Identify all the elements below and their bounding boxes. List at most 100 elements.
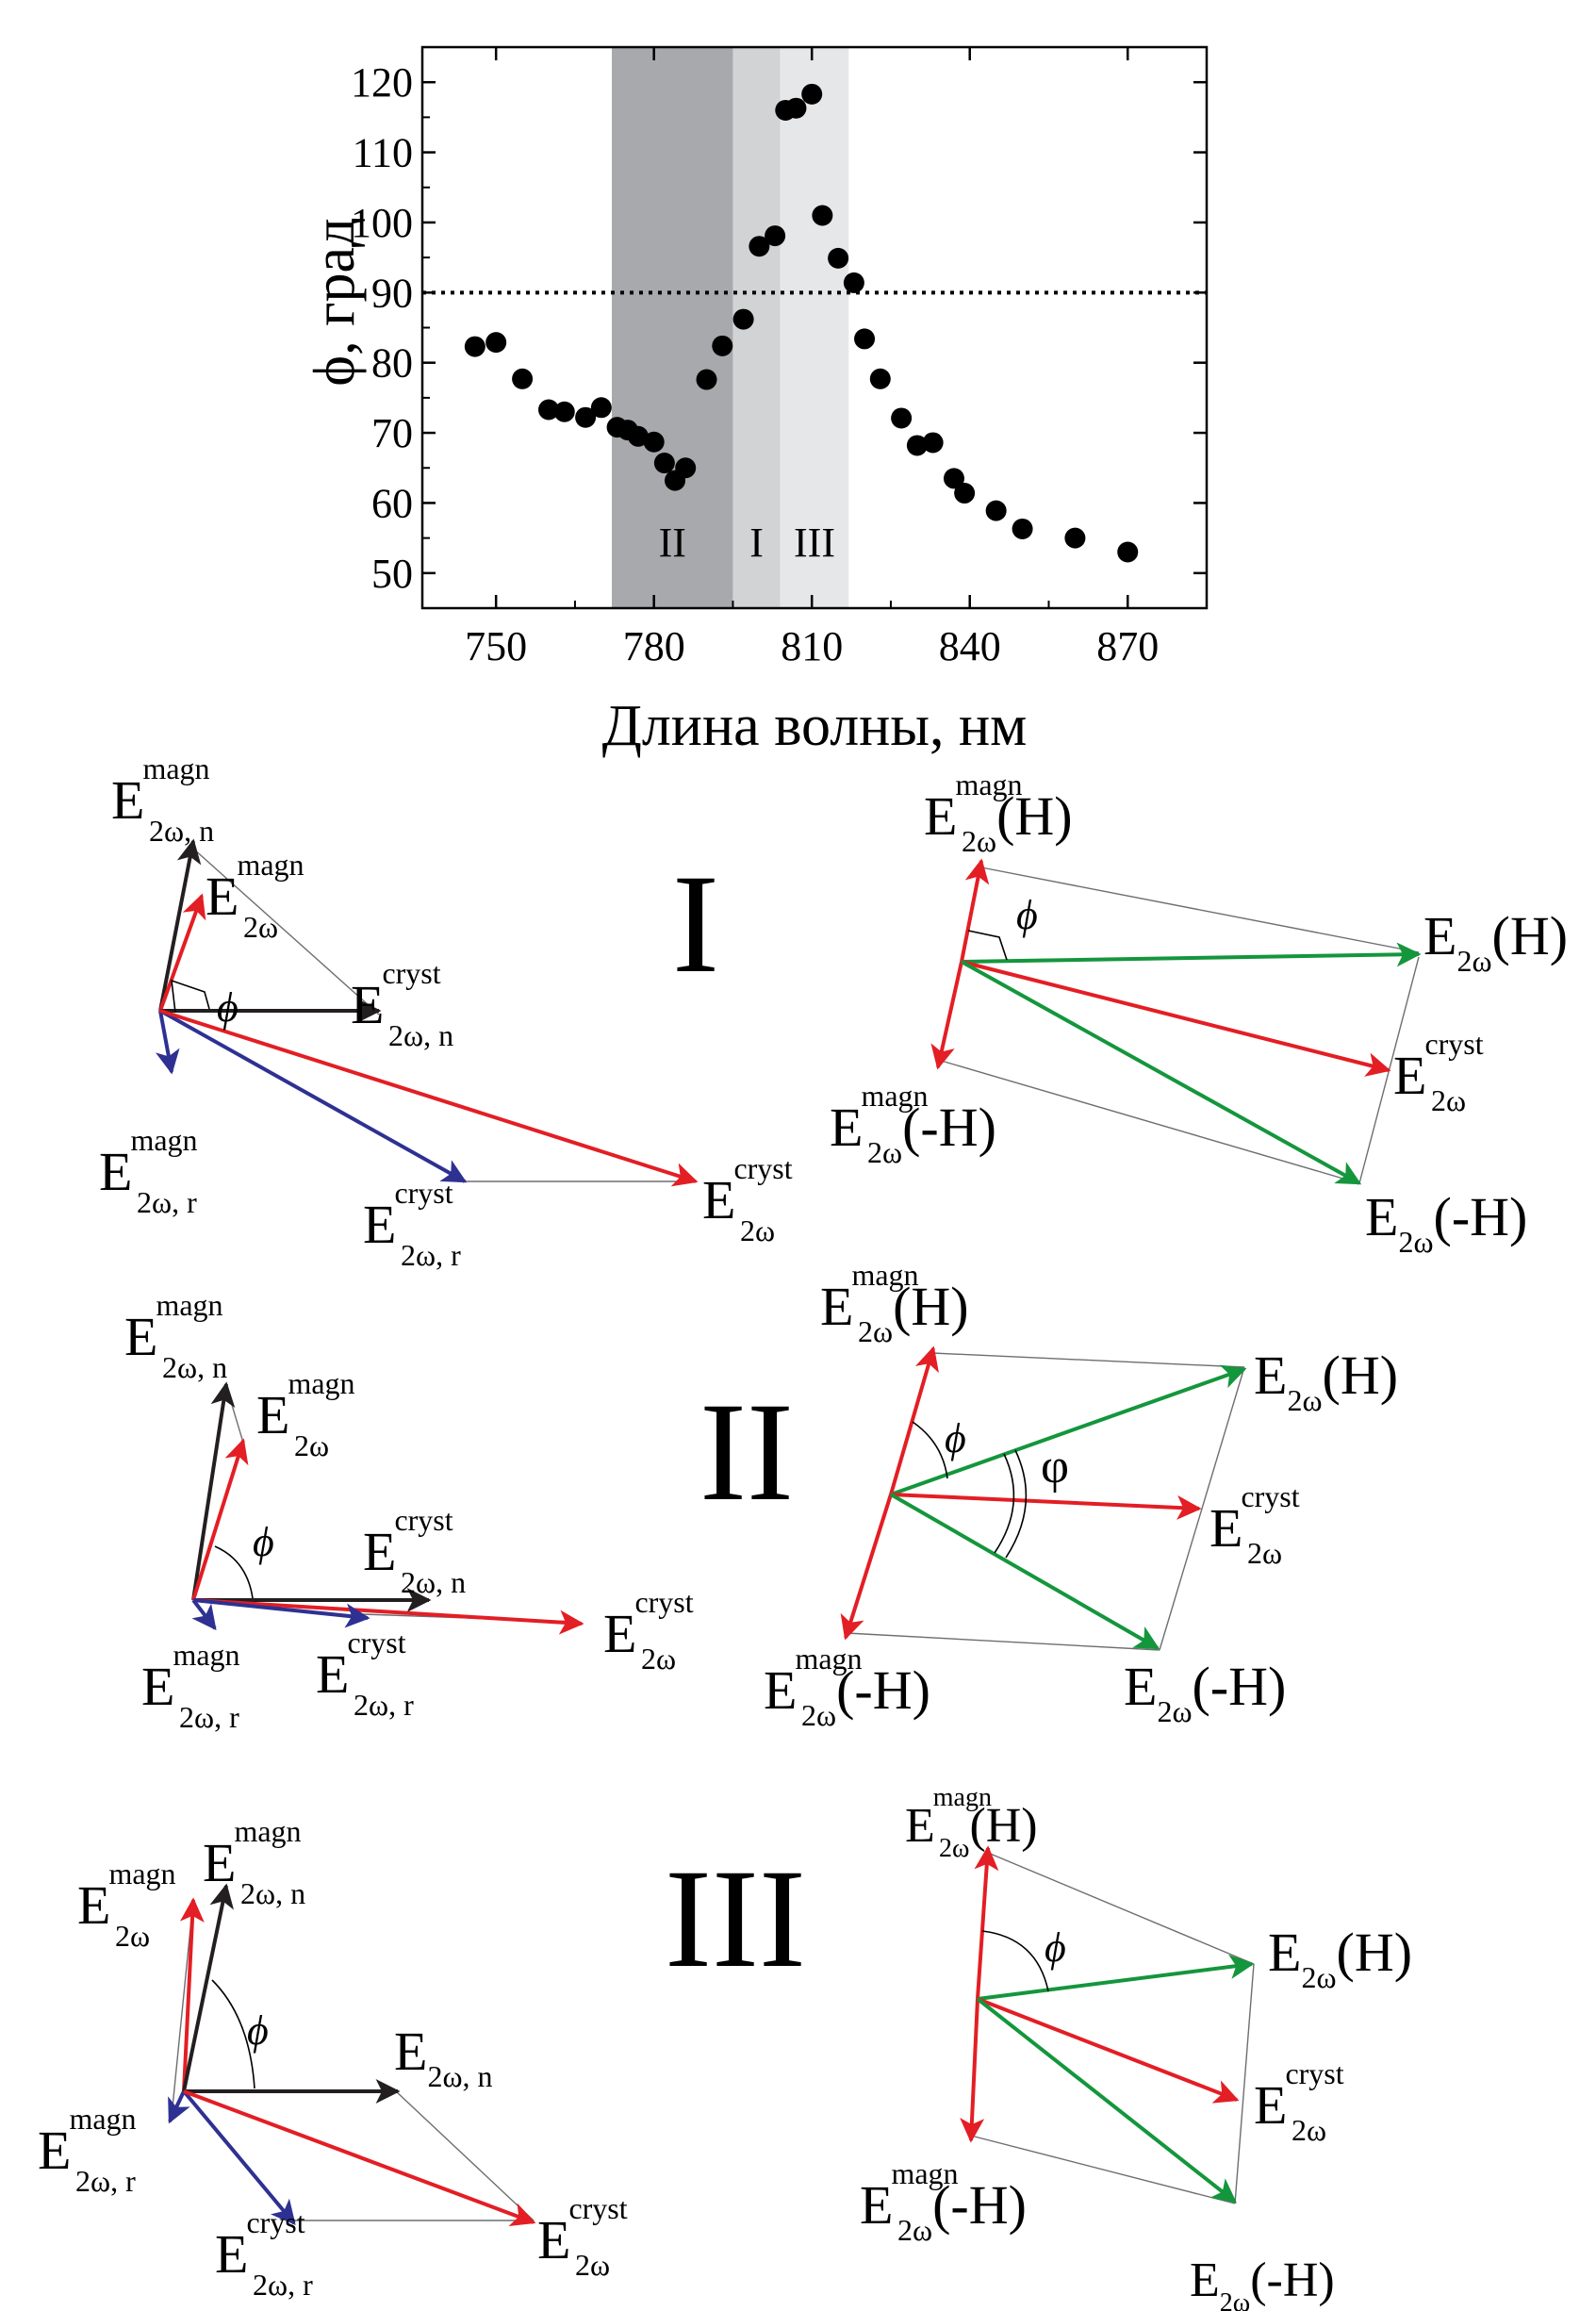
region-band xyxy=(612,48,733,607)
roman-numeral-II: II xyxy=(699,1374,794,1530)
vector-E2w-minusH xyxy=(976,1997,1238,2204)
data-point xyxy=(1012,518,1033,539)
vector-E2w-cryst xyxy=(977,1997,1240,2104)
diagram-II-right xyxy=(840,1345,1247,1651)
angle-label: ϕ xyxy=(1045,1924,1066,1971)
angle-label-2: φ xyxy=(1041,1440,1069,1494)
x-tick-label: 810 xyxy=(781,623,843,669)
data-point xyxy=(922,432,944,454)
y-tick-label: 80 xyxy=(371,340,413,387)
angle-label: ϕ xyxy=(253,1519,274,1565)
data-points xyxy=(464,83,1139,563)
diagram-III-left xyxy=(168,1883,536,2226)
angle-arc xyxy=(981,1930,1049,1992)
data-point xyxy=(985,500,1007,521)
data-point xyxy=(954,483,976,504)
vector-E2w-magn xyxy=(158,893,206,1012)
region-label: III xyxy=(794,520,835,566)
vector-E2w-minusH xyxy=(890,1493,1160,1650)
angle-arc xyxy=(912,1421,948,1479)
data-point xyxy=(801,83,823,105)
data-point xyxy=(675,457,697,479)
vector-E2w-r-cryst xyxy=(159,1009,468,1183)
label-E2w-minusH: E2ω(-H) xyxy=(1190,2253,1335,2311)
parallelogram-edge xyxy=(970,2135,1236,2204)
parallelogram-edge xyxy=(931,1352,1245,1368)
vector-E2w-cryst xyxy=(961,960,1391,1077)
angle-arc-double-2 xyxy=(1005,1449,1028,1559)
label-E2w-H: E2ω(H) xyxy=(1423,905,1568,978)
data-point xyxy=(1117,541,1139,563)
y-axis-label: ϕ, град xyxy=(303,217,367,386)
data-point xyxy=(749,236,770,257)
data-point xyxy=(512,368,534,389)
y-tick-label: 120 xyxy=(351,59,413,106)
vector-E2w-magn xyxy=(191,1438,249,1601)
parallelogram-edge xyxy=(937,1059,1360,1184)
right-angle-mark xyxy=(967,930,1008,961)
data-point xyxy=(485,332,507,354)
vector-E2w-r-cryst xyxy=(192,1598,370,1628)
vector-E2w-magn-minusH xyxy=(960,1998,985,2143)
region-bands xyxy=(612,48,849,607)
right-angle-mark xyxy=(171,979,210,1014)
data-point xyxy=(590,397,612,419)
vector-E2w-cryst xyxy=(890,1493,1202,1520)
parallelogram-edge xyxy=(1234,1963,1255,2204)
data-point xyxy=(891,407,913,429)
parallelogram-edge xyxy=(987,1852,1255,1965)
vector-E2w-minusH xyxy=(961,960,1362,1185)
data-point xyxy=(464,336,485,357)
parallelogram-edge xyxy=(846,1632,1160,1651)
label-E2w-H: E2ω(H) xyxy=(1254,1345,1398,1417)
x-tick-label: 750 xyxy=(465,623,527,669)
region-label: I xyxy=(749,520,764,566)
region-band xyxy=(780,48,849,607)
vector-E2w-n-magn xyxy=(158,838,202,1012)
roman-numeral-I: I xyxy=(672,846,719,1002)
vector-E2w-cryst xyxy=(159,1009,699,1187)
y-tick-label: 90 xyxy=(371,270,413,316)
vector-E2w-magn-H xyxy=(974,1845,999,2000)
y-tick-label: 100 xyxy=(351,200,413,246)
data-point xyxy=(712,335,733,356)
x-axis-label: Длина волны, нм xyxy=(602,694,1028,758)
angle-arc xyxy=(214,1545,254,1599)
data-point xyxy=(943,468,964,489)
data-point xyxy=(553,401,575,422)
plot-frame xyxy=(420,45,1209,610)
vector-E2w-magn-H xyxy=(960,858,990,963)
vector-E2w-H xyxy=(890,1364,1247,1496)
angle-label: ϕ xyxy=(247,2007,269,2054)
data-point xyxy=(785,97,807,119)
data-point xyxy=(575,406,597,428)
data-point xyxy=(906,435,928,456)
data-point xyxy=(538,399,560,421)
data-point xyxy=(1064,527,1086,549)
parallelogram-edge xyxy=(395,2090,535,2221)
vector-E2w-cryst xyxy=(183,2089,536,2226)
vector-E2w-H xyxy=(977,1955,1255,2001)
vector-E2w-r-magn xyxy=(168,2090,190,2124)
